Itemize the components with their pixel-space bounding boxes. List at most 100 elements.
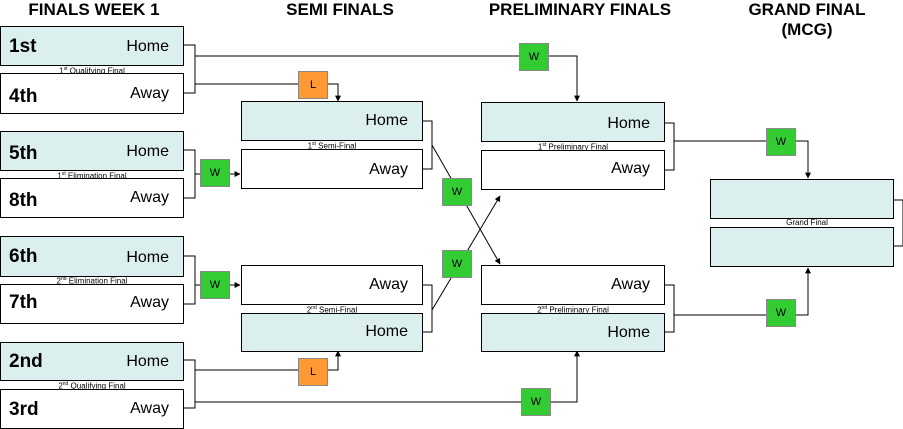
pf2-away-team-slot: Away bbox=[481, 265, 665, 305]
ef2-home-team-slot: 6th Home bbox=[0, 236, 184, 277]
grand-final-bracket bbox=[893, 199, 903, 247]
sf1-caption-ordinal: st bbox=[312, 141, 316, 147]
qf1-away-team-slot: 4th Away bbox=[0, 73, 184, 114]
pf2-home-label: Home bbox=[607, 324, 650, 341]
qf1-caption-ordinal: st bbox=[63, 66, 68, 72]
qf2-home-team-slot: 2nd Home bbox=[0, 342, 184, 381]
qf2-winner-line bbox=[195, 350, 580, 403]
grand-final-caption: Grand Final bbox=[786, 218, 828, 227]
heading-preliminary-finals: PRELIMINARY FINALS bbox=[488, 0, 672, 19]
sf2-home-label: Home bbox=[365, 323, 408, 340]
qf1-caption-number: 1 bbox=[59, 66, 64, 76]
ef1-home-seed: 5th bbox=[9, 143, 38, 164]
qf2-away-seed: 3rd bbox=[9, 399, 39, 420]
sf1-home-team-slot: Home bbox=[241, 101, 423, 141]
sf1-bracket bbox=[422, 120, 433, 170]
qf2-home-label: Home bbox=[126, 353, 169, 370]
qf1-home-team-slot: 1st Home bbox=[0, 26, 184, 66]
pf2-caption-text: Preliminary Final bbox=[547, 305, 609, 315]
ef1-caption-text: Elimination Final bbox=[65, 171, 127, 181]
qf2-caption: 2nd Qualifying Final bbox=[0, 380, 184, 391]
ef1-bracket bbox=[183, 149, 196, 199]
pf2-winner-badge: W bbox=[766, 299, 796, 327]
qf2-loser-line bbox=[195, 350, 341, 371]
qf1-loser-badge: L bbox=[298, 71, 328, 99]
sf2-winner-badge: W bbox=[442, 250, 472, 278]
pf1-winner-badge: W bbox=[766, 128, 796, 156]
sf2-home-team-slot: Home bbox=[241, 313, 423, 352]
qf2-away-team-slot: 3rd Away bbox=[0, 389, 184, 429]
qf2-winner-badge: W bbox=[521, 388, 551, 416]
sf1-caption-text: Semi-Final bbox=[315, 141, 357, 151]
sf2-away-label: Away bbox=[369, 276, 408, 293]
ef1-caption-ordinal: st bbox=[61, 171, 66, 177]
sf2-caption-ordinal: nd bbox=[311, 305, 317, 311]
sf2-caption-text: Semi-Final bbox=[316, 305, 358, 315]
sf1-caption: 1st Semi-Final bbox=[241, 140, 423, 151]
pf2-caption: 2nd Preliminary Final bbox=[481, 304, 665, 315]
qf2-caption-ordinal: nd bbox=[62, 381, 69, 387]
pf2-caption-ordinal: nd bbox=[541, 305, 548, 311]
ef1-home-team-slot: 5th Home bbox=[0, 131, 184, 171]
pf1-caption-ordinal: st bbox=[542, 142, 547, 148]
heading-semi-finals: SEMI FINALS bbox=[286, 0, 394, 19]
ef1-away-label: Away bbox=[130, 189, 169, 206]
grand-final-bottom-slot bbox=[710, 227, 894, 267]
ef2-away-team-slot: 7th Away bbox=[0, 284, 184, 324]
pf1-caption: 1st Preliminary Final bbox=[481, 141, 665, 152]
pf1-bracket bbox=[664, 122, 675, 171]
sf1-winner-badge: W bbox=[442, 178, 472, 206]
qf1-home-label: Home bbox=[126, 38, 169, 55]
heading-finals-week-1: FINALS WEEK 1 bbox=[28, 0, 160, 19]
pf1-home-team-slot: Home bbox=[481, 102, 665, 142]
ef1-caption-number: 1 bbox=[57, 171, 62, 181]
qf1-bracket bbox=[183, 44, 196, 94]
ef2-caption-text: Elimination Final bbox=[66, 276, 128, 286]
pf1-winner-line bbox=[674, 140, 811, 179]
qf1-loser-line bbox=[195, 83, 341, 102]
pf2-bracket bbox=[664, 284, 675, 333]
qf1-caption-text: Qualifying Final bbox=[67, 66, 125, 76]
ef2-bracket bbox=[183, 255, 196, 305]
sf1-caption-number: 1 bbox=[307, 141, 313, 151]
qf1-away-label: Away bbox=[130, 85, 169, 102]
qf1-caption: 1st Qualifying Final bbox=[0, 65, 184, 76]
pf1-caption-text: Preliminary Final bbox=[546, 142, 609, 152]
pf2-home-team-slot: Home bbox=[481, 313, 665, 352]
qf2-bracket bbox=[183, 359, 196, 409]
qf1-winner-line bbox=[195, 55, 580, 102]
ef1-winner-badge: W bbox=[200, 159, 230, 187]
pf2-caption-number: 2 bbox=[537, 305, 542, 315]
pf1-caption-number: 1 bbox=[537, 142, 543, 152]
ef1-home-label: Home bbox=[126, 143, 169, 160]
ef2-home-seed: 6th bbox=[9, 246, 38, 267]
heading-grand-final: GRAND FINAL bbox=[748, 0, 866, 19]
ef2-winner-badge: W bbox=[200, 271, 230, 299]
ef1-away-team-slot: 8th Away bbox=[0, 178, 184, 218]
ef1-away-seed: 8th bbox=[9, 190, 38, 211]
sf2-caption-number: 2 bbox=[306, 305, 312, 315]
qf2-home-seed: 2nd bbox=[9, 351, 43, 372]
ef2-home-label: Home bbox=[126, 249, 169, 266]
qf1-winner-badge: W bbox=[519, 43, 549, 71]
qf2-loser-badge: L bbox=[298, 358, 328, 386]
pf2-winner-line bbox=[674, 267, 811, 316]
ef2-caption-number: 2 bbox=[56, 276, 61, 286]
pf1-home-label: Home bbox=[607, 115, 650, 132]
grand-final-top-slot bbox=[710, 179, 894, 219]
pf2-away-label: Away bbox=[611, 276, 650, 293]
sf1-away-team-slot: Away bbox=[241, 149, 423, 189]
pf1-away-label: Away bbox=[611, 160, 650, 177]
sf1-away-label: Away bbox=[369, 161, 408, 178]
pf1-away-team-slot: Away bbox=[481, 150, 665, 190]
ef2-caption: 2nd Elimination Final bbox=[0, 275, 184, 286]
ef1-caption: 1st Elimination Final bbox=[0, 170, 184, 181]
qf1-away-seed: 4th bbox=[9, 86, 38, 107]
heading-grand-final-venue: (MCG) bbox=[781, 20, 833, 39]
sf2-away-team-slot: Away bbox=[241, 265, 423, 305]
qf2-caption-number: 2 bbox=[58, 381, 63, 391]
sf2-caption: 2nd Semi-Final bbox=[241, 304, 423, 315]
qf2-away-label: Away bbox=[130, 400, 169, 417]
sf1-home-label: Home bbox=[365, 112, 408, 129]
qf1-home-seed: 1st bbox=[9, 36, 37, 57]
